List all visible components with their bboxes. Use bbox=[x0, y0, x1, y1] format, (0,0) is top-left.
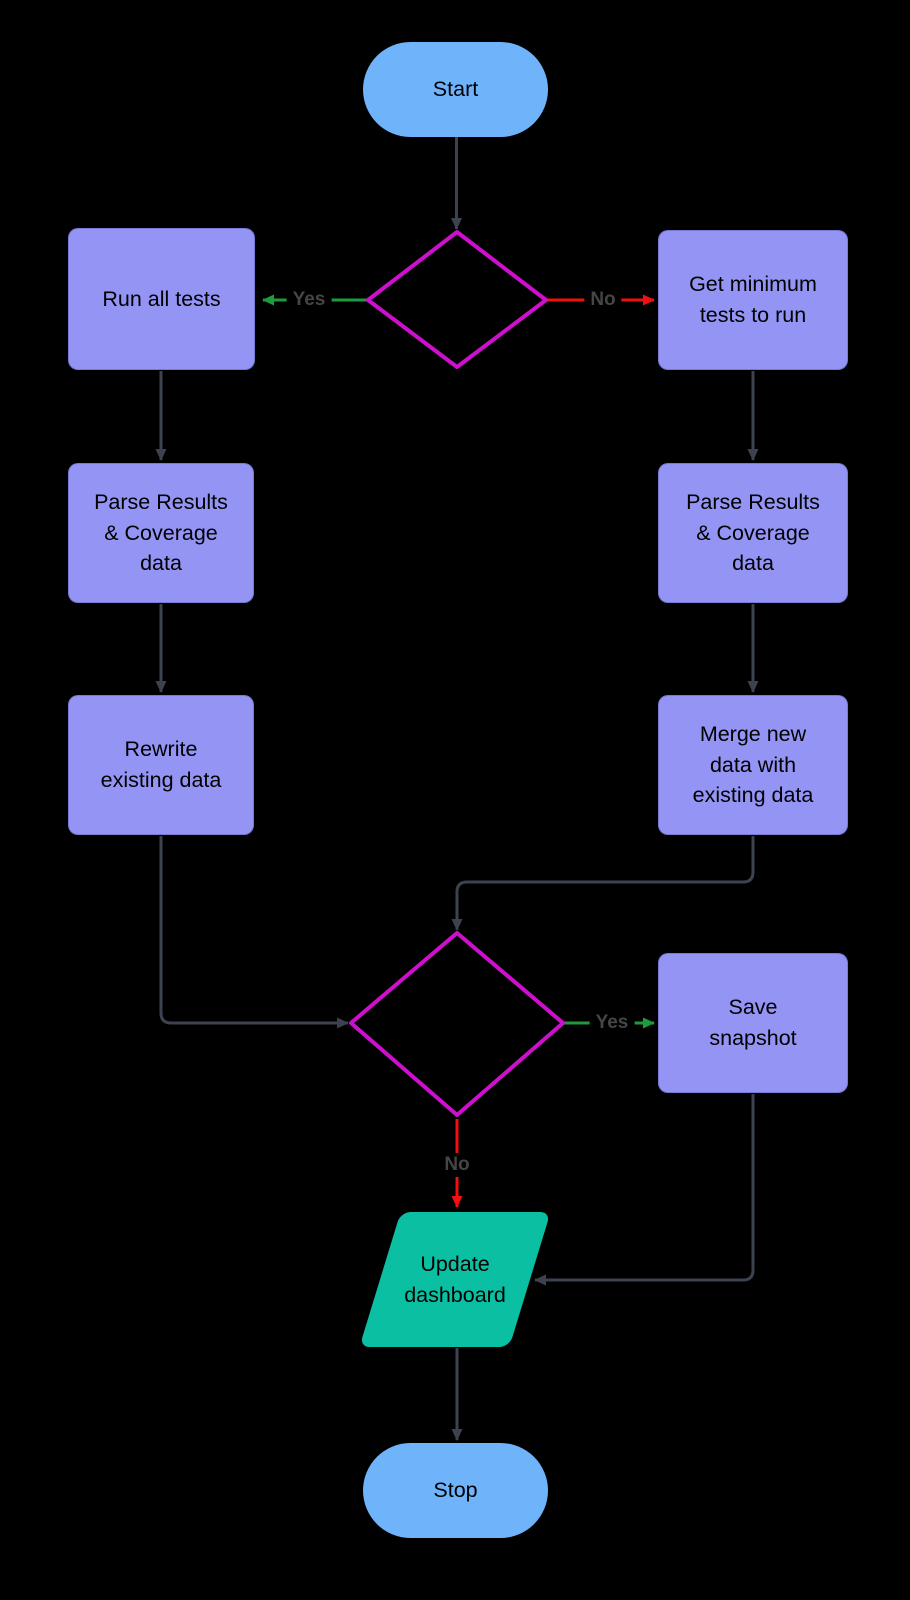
node-get-minimum-tests: Get minimum tests to run bbox=[658, 230, 848, 370]
edge-label-decision2-no: No bbox=[438, 1153, 476, 1177]
node-stop: Stop bbox=[363, 1443, 548, 1538]
node-run-all-tests: Run all tests bbox=[68, 228, 255, 370]
node-rewrite-existing-label: Rewrite existing data bbox=[100, 737, 222, 792]
node-update-dashboard: Update dashboard bbox=[359, 1212, 551, 1347]
edge-rewrite-to-decision2 bbox=[159, 836, 349, 1029]
node-start: Start bbox=[363, 42, 548, 137]
node-start-label: Start bbox=[432, 77, 479, 102]
node-parse-results-left: Parse Results & Coverage data bbox=[68, 463, 254, 603]
edge-label-decision1-no: No bbox=[584, 288, 622, 312]
node-parse-results-right-label: Parse Results & Coverage data bbox=[686, 489, 820, 576]
node-rewrite-existing: Rewrite existing data bbox=[68, 695, 254, 835]
node-stop-label: Stop bbox=[433, 1478, 478, 1503]
node-save-snapshot-label: Save snapshot bbox=[709, 995, 797, 1050]
edge-label-decision2-yes: Yes bbox=[589, 1011, 635, 1035]
node-save-snapshot: Save snapshot bbox=[658, 953, 848, 1093]
edge-save-to-update bbox=[534, 1094, 755, 1286]
edge-merge-to-decision2 bbox=[451, 836, 755, 931]
edge-label-decision1-yes: Yes bbox=[286, 288, 332, 312]
node-decision1 bbox=[366, 230, 548, 369]
node-get-minimum-tests-label: Get minimum tests to run bbox=[689, 272, 817, 327]
node-parse-results-left-label: Parse Results & Coverage data bbox=[94, 489, 228, 576]
node-run-all-tests-label: Run all tests bbox=[102, 286, 221, 311]
node-update-dashboard-label: Update dashboard bbox=[404, 1251, 506, 1307]
node-merge-new-data-label: Merge new data with existing data bbox=[692, 721, 814, 808]
node-parse-results-right: Parse Results & Coverage data bbox=[658, 463, 848, 603]
node-merge-new-data: Merge new data with existing data bbox=[658, 695, 848, 835]
node-decision2 bbox=[349, 931, 565, 1117]
